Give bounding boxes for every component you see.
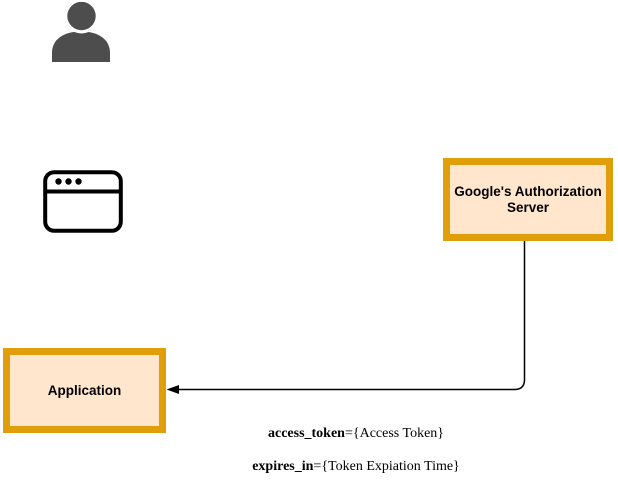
arrowhead-left-icon <box>166 385 179 394</box>
browser-window-icon <box>43 170 123 233</box>
annotation-access-token: access_token={Access Token} <box>236 425 476 442</box>
annotation-expires-in: expires_in={Token Expiation Time} <box>236 458 476 475</box>
browser-dot-icon <box>55 178 62 185</box>
user-icon-body <box>52 31 110 62</box>
connector-line <box>178 241 526 391</box>
user-icon-head <box>67 2 96 31</box>
annotation-access-token-key: access_token <box>267 426 345 441</box>
annotation-expires-in-key: expires_in <box>252 459 314 474</box>
browser-window-frame <box>43 170 123 233</box>
node-application: Application <box>3 348 166 433</box>
node-auth-server: Google's Authorization Server <box>443 158 613 241</box>
node-application-label: Application <box>47 382 122 398</box>
annotation-access-token-value: ={Access Token} <box>344 426 445 441</box>
node-auth-server-label: Google's Authorization Server <box>454 183 602 215</box>
user-icon <box>52 2 110 62</box>
browser-dot-icon <box>65 178 72 185</box>
annotation-expires-in-value: ={Token Expiation Time} <box>313 459 460 474</box>
browser-dot-icon <box>75 178 82 185</box>
